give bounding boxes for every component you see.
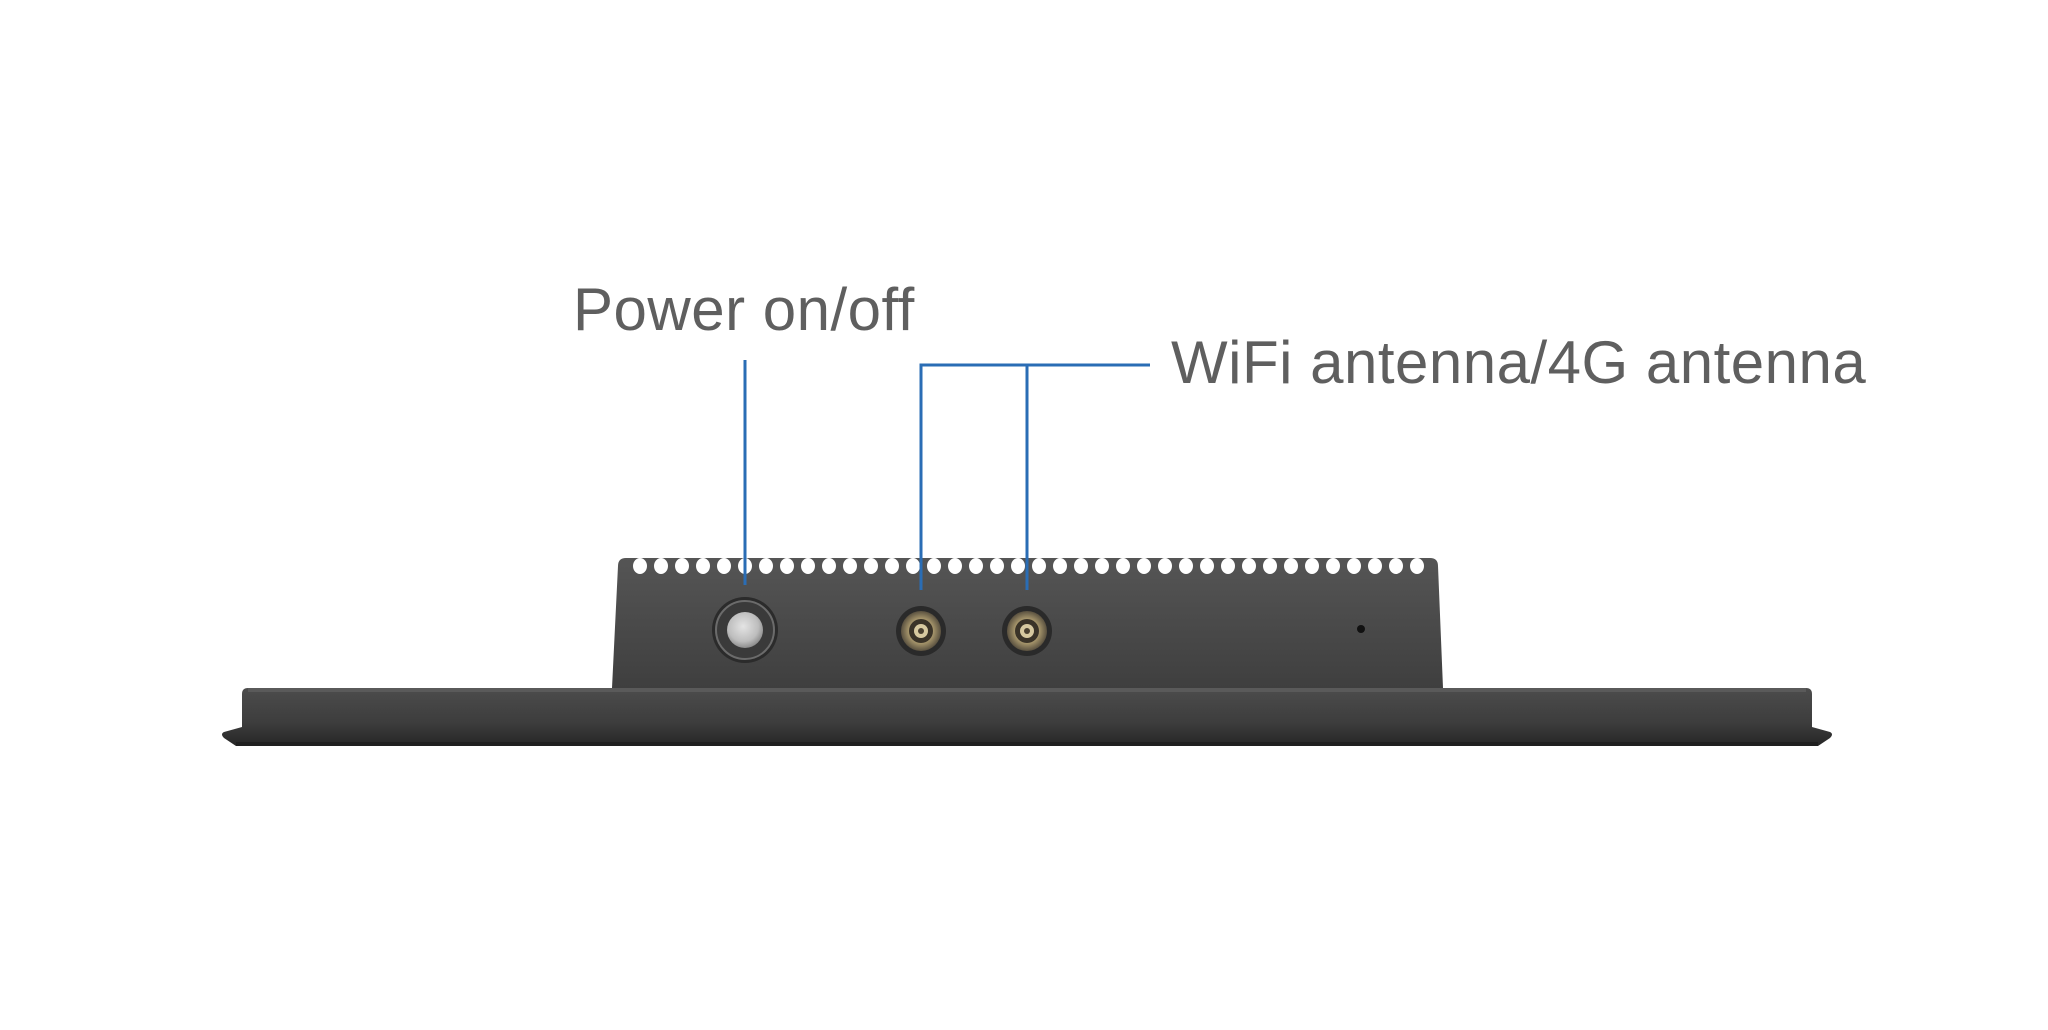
vent-notch [1347,558,1361,574]
vent-notch [1116,558,1130,574]
leader-lines [743,360,1150,590]
vent-notch [948,558,962,574]
vent-notch [1242,558,1256,574]
vent-notch [801,558,815,574]
vent-notch [1179,558,1193,574]
antenna-callout-label: WiFi antenna/4G antenna [1171,329,1867,396]
vent-notch [927,558,941,574]
sma-connector-icon[interactable] [1002,606,1052,656]
vent-notch [885,558,899,574]
vent-notch [1074,558,1088,574]
vent-notch [1158,558,1172,574]
vent-notch [717,558,731,574]
sma-connector-icon[interactable] [896,606,946,656]
vent-notch [990,558,1004,574]
power-callout-label: Power on/off [573,276,915,343]
vent-notch [1137,558,1151,574]
vent-notch [1389,558,1403,574]
vent-notch [1410,558,1424,574]
vent-notch [1032,558,1046,574]
vent-notch [696,558,710,574]
vent-notch [1095,558,1109,574]
vent-notch [822,558,836,574]
vent-notch [759,558,773,574]
ventilation-slots [633,558,1424,574]
vent-notch [1221,558,1235,574]
power-button-icon[interactable] [712,597,778,663]
vent-notch [1326,558,1340,574]
led-indicator-icon [1357,625,1365,633]
vent-notch [1053,558,1067,574]
vent-notch [969,558,983,574]
vent-notch [1200,558,1214,574]
vent-notch [1368,558,1382,574]
vent-notch [843,558,857,574]
vent-notch [675,558,689,574]
front-panel [222,688,1832,746]
vent-notch [864,558,878,574]
vent-notch [1284,558,1298,574]
vent-notch [1263,558,1277,574]
vent-notch [1305,558,1319,574]
vent-notch [906,558,920,574]
vent-notch [633,558,647,574]
vent-notch [1011,558,1025,574]
vent-notch [654,558,668,574]
antenna-leader-line-1 [919,363,1150,590]
vent-notch [780,558,794,574]
